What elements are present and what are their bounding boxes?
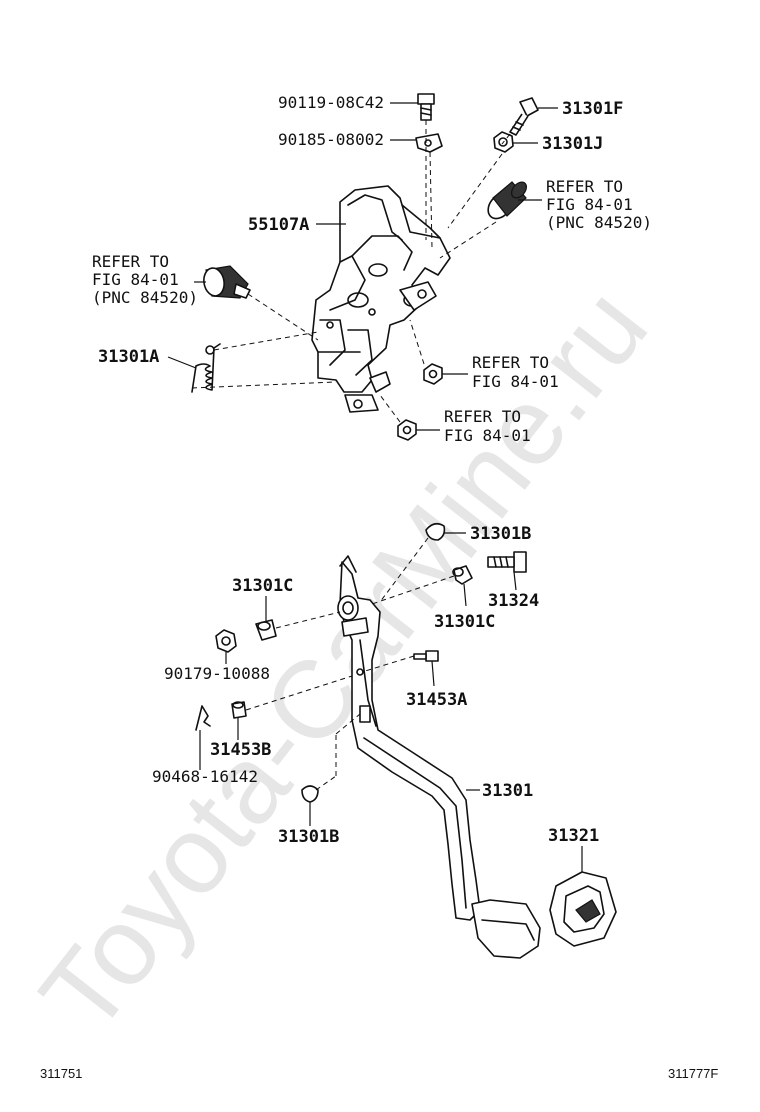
label-31301C-left: 31301C	[232, 576, 293, 596]
label-refer-left-line3: (PNC 84520)	[92, 288, 198, 307]
label-31324: 31324	[488, 591, 539, 611]
label-refer-right-line2: FIG 84-01	[546, 195, 633, 214]
label-refer-left-line2: FIG 84-01	[92, 270, 179, 289]
label-31301B-top: 31301B	[470, 524, 531, 544]
bushing-31453B-icon	[231, 701, 247, 719]
nut-90179-icon	[215, 629, 237, 653]
label-55107A: 55107A	[248, 215, 309, 235]
clip-90185-icon	[415, 133, 443, 153]
label-90185: 90185-08002	[278, 130, 384, 149]
bushing-31301C-right-icon	[452, 565, 473, 585]
label-refer-nut1-line2: FIG 84-01	[472, 372, 559, 391]
label-refer-right-line3: (PNC 84520)	[546, 213, 652, 232]
label-31301C-right: 31301C	[434, 612, 495, 632]
label-31301A: 31301A	[98, 347, 159, 367]
switch-right-icon	[487, 181, 527, 220]
cap-31301B-bottom-icon	[301, 785, 319, 803]
nut-refer-1-icon	[423, 363, 443, 385]
pedal-pad-31321	[549, 871, 617, 947]
cap-31301B-top-icon	[425, 522, 446, 541]
label-31301J: 31301J	[542, 134, 603, 154]
nut-refer-2-icon	[397, 419, 417, 441]
label-31301F: 31301F	[562, 99, 623, 119]
clutch-pedal-arm-31301	[337, 555, 541, 959]
label-90468: 90468-16142	[152, 767, 258, 786]
label-31321: 31321	[548, 826, 599, 846]
footer-right-code: 311777F	[668, 1066, 718, 1081]
spring-31301A-icon	[191, 343, 221, 393]
label-90119: 90119-08C42	[278, 93, 384, 112]
bushing-31301C-left-icon	[255, 619, 277, 641]
footer-left-code: 311751	[40, 1066, 82, 1081]
label-refer-nut2-line2: FIG 84-01	[444, 426, 531, 445]
label-refer-left-line1: REFER TO	[92, 252, 169, 271]
bolt-31301F-icon	[509, 97, 539, 136]
pedal-bracket-55107A	[311, 185, 451, 413]
label-31453A: 31453A	[406, 690, 467, 710]
label-31301B-bottom: 31301B	[278, 827, 339, 847]
label-90179: 90179-10088	[164, 664, 270, 683]
label-refer-right-line1: REFER TO	[546, 177, 623, 196]
label-31453B: 31453B	[210, 740, 271, 760]
clip-90468-icon	[195, 705, 211, 731]
label-refer-nut2-line1: REFER TO	[444, 407, 521, 426]
label-31301: 31301	[482, 781, 533, 801]
bolt-31324-icon	[487, 551, 527, 573]
label-refer-nut1-line1: REFER TO	[472, 353, 549, 372]
bolt-90119-icon	[417, 93, 435, 121]
switch-left-icon	[203, 265, 251, 299]
